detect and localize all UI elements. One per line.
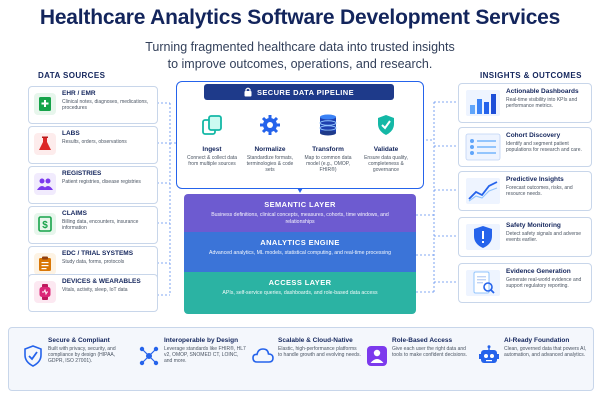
feature-title: Role-Based Access [392,337,453,344]
pipeline-heading: SECURE DATA PIPELINE [256,87,355,97]
step-desc: Standardize formats, terminologies & cod… [246,155,294,173]
insights-heading: INSIGHTS & OUTCOMES [480,71,582,80]
pipeline-header: SECURE DATA PIPELINE [204,84,394,100]
step-label: Transform [312,146,344,153]
source-card-devices: DEVICES & WEARABLES Vitals, activity, sl… [28,274,158,312]
document-plus-icon [34,93,56,115]
shield-check-icon [373,112,399,138]
insight-card-evidence: Evidence Generation Generate real-world … [458,263,592,303]
insight-name: Predictive Insights [506,176,564,183]
smartwatch-icon [34,281,56,303]
semantic-layer: SEMANTIC LAYER Business definitions, cli… [184,194,416,232]
user-lock-icon [366,345,388,367]
svg-text:$: $ [42,220,48,231]
robot-icon [478,345,500,367]
subtitle-line-2: to improve outcomes, operations, and res… [167,57,433,71]
page-subtitle: Turning fragmented healthcare data into … [0,39,600,73]
insight-name: Actionable Dashboards [506,88,579,95]
step-desc: Map to common data model (e.g., OMOP, FH… [304,155,352,173]
source-card-claims: $ CLAIMS Billing data, encounters, insur… [28,206,158,244]
layer-desc: Business definitions, clinical concepts,… [211,212,389,225]
cloud-icon [252,345,274,367]
clipboard-icon [34,253,56,275]
subtitle-line-1: Turning fragmented healthcare data into … [145,40,455,54]
cohort-table-icon [465,133,501,161]
bar-chart-icon [465,89,501,117]
data-sources-heading: DATA SOURCES [38,71,106,80]
source-card-labs: LABS Results, orders, observations [28,126,158,164]
source-name: CLAIMS [62,210,87,217]
source-desc: Vitals, activity, sleep, IoT data [62,287,128,293]
people-icon [34,173,56,195]
insight-desc: Forecast outcomes, risks, and resource n… [506,185,573,197]
shield-alert-icon [465,223,501,251]
insight-card-predictive: Predictive Insights Forecast outcomes, r… [458,171,592,211]
feature-title: Interoperable by Design [164,337,239,344]
step-label: Validate [373,146,399,153]
insight-card-cohort: Cohort Discovery Identify and segment pa… [458,127,592,167]
feature-desc: Give each user the right data and tools … [392,346,468,359]
insight-card-dashboards: Actionable Dashboards Real-time visibili… [458,83,592,123]
source-name: LABS [62,130,80,137]
dollar-document-icon: $ [34,213,56,235]
pipeline-step-validate: Validate Ensure data quality, completene… [358,112,414,173]
feature-title: Secure & Compliant [48,337,110,344]
insight-desc: Detect safety signals and adverse events… [506,231,582,243]
feature-title: AI-Ready Foundation [504,337,570,344]
step-label: Ingest [202,146,222,153]
insight-card-safety: Safety Monitoring Detect safety signals … [458,217,592,257]
copy-icon [199,112,225,138]
layer-desc: APIs, self-service queries, dashboards, … [222,290,378,296]
source-card-registries: REGISTRIES Patient registries, disease r… [28,166,158,204]
shield-check-icon [22,345,44,367]
source-desc: Billing data, encounters, insurance info… [62,219,139,231]
source-desc: Clinical notes, diagnoses, medications, … [62,99,149,111]
feature-desc: Leverage standards like FHIR®, HL7 v2, O… [164,346,246,365]
source-desc: Results, orders, observations [62,139,127,145]
access-layer: ACCESS LAYER APIs, self-service queries,… [184,272,416,314]
step-desc: Ensure data quality, completeness & gove… [364,155,408,173]
source-desc: Patient registries, disease registries [62,179,141,185]
source-name: EHR / EMR [62,90,96,97]
line-chart-icon [465,177,501,205]
analytics-engine-layer: ANALYTICS ENGINE Advanced analytics, ML … [184,232,416,272]
insight-desc: Identify and segment patient populations… [506,141,582,153]
step-label: Normalize [254,146,286,153]
step-desc: Connect & collect data from multiple sou… [186,155,238,167]
insight-name: Safety Monitoring [506,222,561,229]
layer-title: ACCESS LAYER [268,278,332,287]
layer-desc: Advanced analytics, ML models, statistic… [208,250,392,256]
feature-title: Scalable & Cloud-Native [278,337,353,344]
pipeline-step-transform: Transform Map to common data model (e.g.… [300,112,356,173]
pipeline-step-normalize: Normalize Standardize formats, terminolo… [242,112,298,173]
insight-desc: Generate real-world evidence and support… [506,277,582,289]
layer-title: SEMANTIC LAYER [264,200,336,209]
source-name: EDC / TRIAL SYSTEMS [62,250,134,257]
feature-desc: Built with privacy, security, and compli… [48,346,116,365]
source-name: DEVICES & WEARABLES [62,278,141,285]
insight-desc: Real-time visibility into KPIs and perfo… [506,97,578,109]
feature-desc: Clean, governed data that powers AI, aut… [504,346,587,359]
layer-title: ANALYTICS ENGINE [260,238,340,247]
source-card-ehr: EHR / EMR Clinical notes, diagnoses, med… [28,86,158,124]
pipeline-step-ingest: Ingest Connect & collect data from multi… [184,112,240,167]
page-title: Healthcare Analytics Software Developmen… [39,6,561,29]
lock-icon [244,87,252,97]
document-search-icon [465,269,501,297]
insight-name: Evidence Generation [506,268,571,275]
feature-desc: Elastic, high-performance platforms to h… [278,346,361,359]
network-icon [138,345,160,367]
gear-icon [257,112,283,138]
database-icon [315,112,341,138]
flask-icon [34,133,56,155]
insight-name: Cohort Discovery [506,132,561,139]
source-name: REGISTRIES [62,170,102,177]
source-desc: Study data, forms, protocols [62,259,125,265]
